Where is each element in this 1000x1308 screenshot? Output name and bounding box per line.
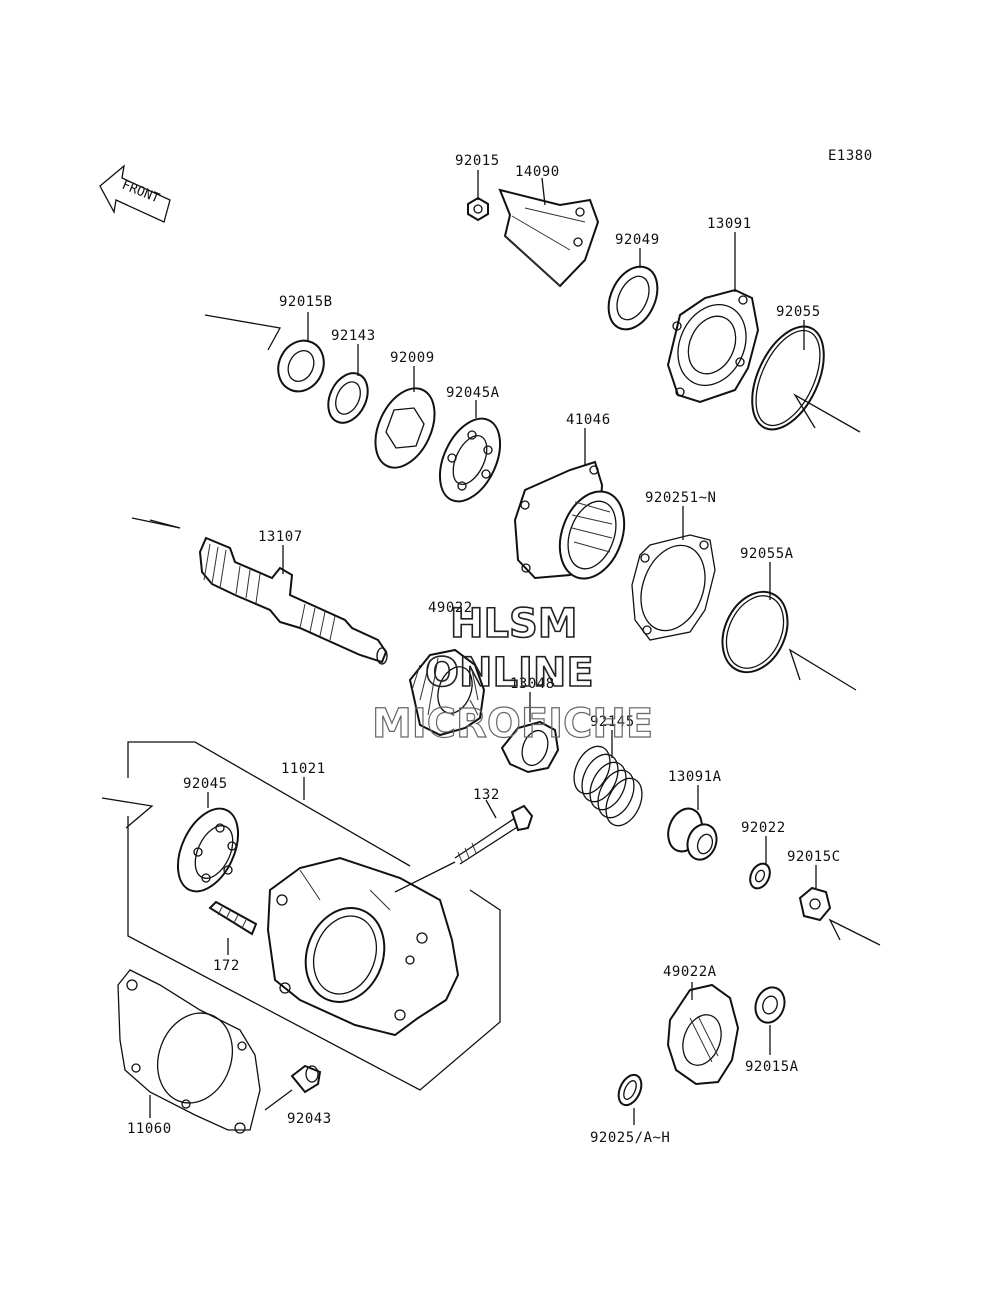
label-13091A: 13091A xyxy=(668,769,722,785)
front-arrow-label: FRONT xyxy=(120,178,162,207)
label-92055A: 92055A xyxy=(740,546,794,562)
part-13091A-bushing xyxy=(667,807,718,861)
part-92009-washer xyxy=(374,387,436,469)
part-92015-nut xyxy=(467,196,489,222)
part-92055A-oring xyxy=(721,590,789,674)
part-172-stud xyxy=(208,900,258,936)
assembly-11021-frame xyxy=(127,741,501,1091)
part-13107-shaft xyxy=(198,536,388,665)
part-92145-spring xyxy=(573,745,643,827)
part-11021-case xyxy=(266,856,460,1037)
part-92143-collar xyxy=(327,372,369,424)
label-13091: 13091 xyxy=(707,216,752,232)
label-92145: 92145 xyxy=(590,714,635,730)
part-132-bolt xyxy=(394,804,534,893)
label-11021: 11021 xyxy=(281,761,326,777)
label-14090: 14090 xyxy=(515,164,560,180)
label-920251N: 920251~N xyxy=(645,490,716,506)
label-92043: 92043 xyxy=(287,1111,332,1127)
label-92015: 92015 xyxy=(455,153,500,169)
part-49022-bevel-gear xyxy=(408,648,486,737)
part-11060-gasket xyxy=(117,969,261,1134)
part-92015A-nut xyxy=(754,986,786,1024)
part-49022A-gear xyxy=(666,983,740,1086)
label-92015B: 92015B xyxy=(279,294,333,310)
label-132: 132 xyxy=(473,787,500,803)
part-92015C-nut xyxy=(798,886,832,922)
part-14090-cover xyxy=(498,188,600,288)
part-13048-coupling xyxy=(500,720,560,774)
part-920251N-gasket xyxy=(631,534,716,641)
part-13091-housing xyxy=(666,288,760,404)
label-11060: 11060 xyxy=(127,1121,172,1137)
label-92015C: 92015C xyxy=(787,849,841,865)
label-92055: 92055 xyxy=(776,304,821,320)
label-41046: 41046 xyxy=(566,412,611,428)
part-92015B-nut xyxy=(277,339,325,393)
part-92045-bearing xyxy=(176,807,240,893)
label-49022: 49022 xyxy=(428,600,473,616)
part-labels: 92015 14090 92049 13091 92055 92015B 921… xyxy=(127,153,841,1146)
label-13107: 13107 xyxy=(258,529,303,545)
label-92045A: 92045A xyxy=(446,385,500,401)
watermark: HLSM ONLINE MICROFICHE xyxy=(371,600,653,747)
part-92022-washer xyxy=(749,862,771,890)
watermark-line1: HLSM xyxy=(450,601,578,647)
part-92049-seal xyxy=(607,265,659,331)
front-arrow-icon: FRONT xyxy=(99,164,171,223)
label-92015A: 92015A xyxy=(745,1059,799,1075)
part-92055-oring xyxy=(751,325,825,431)
label-92049: 92049 xyxy=(615,232,660,248)
leader-lines xyxy=(101,170,881,1125)
part-92025AH-shim xyxy=(617,1073,643,1107)
label-92143: 92143 xyxy=(331,328,376,344)
label-49022A: 49022A xyxy=(663,964,717,980)
label-92009: 92009 xyxy=(390,350,435,366)
watermark-line3: MICROFICHE xyxy=(372,701,653,747)
part-92043-dowel xyxy=(290,1064,322,1094)
label-92045: 92045 xyxy=(183,776,228,792)
label-172: 172 xyxy=(213,958,240,974)
part-41046-housing xyxy=(513,460,626,580)
diagram-code: E1380 xyxy=(828,148,873,164)
label-13048: 13048 xyxy=(510,676,555,692)
part-92045A-bearing xyxy=(438,417,502,503)
watermark-line2: ONLINE xyxy=(425,650,594,696)
label-92025AH: 92025/A~H xyxy=(590,1130,670,1146)
label-92022: 92022 xyxy=(741,820,786,836)
